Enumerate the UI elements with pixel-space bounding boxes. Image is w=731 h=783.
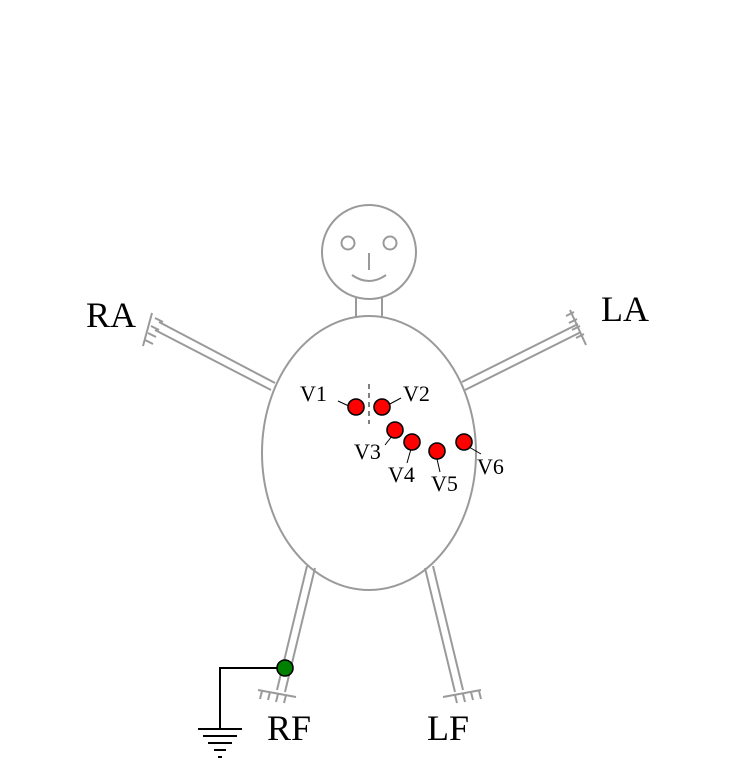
- chest-electrodes: [347, 398, 473, 460]
- electrode-v4: [403, 433, 421, 451]
- right-leg: [257, 565, 316, 704]
- label-v6: V6: [477, 454, 504, 479]
- label-v1: V1: [300, 381, 327, 406]
- head-outline: [321, 204, 417, 300]
- torso-outline: [261, 315, 477, 591]
- left-arm: [461, 309, 587, 391]
- label-v5: V5: [431, 471, 458, 496]
- chest-lead-labels: V1 V2 V3 V4 V5 V6: [300, 381, 504, 496]
- electrode-v5: [428, 442, 446, 460]
- electrode-v1: [347, 398, 365, 416]
- left-leg: [424, 565, 482, 704]
- label-right-arm: RA: [86, 295, 136, 335]
- ground-connection: [198, 659, 294, 758]
- label-v2: V2: [403, 381, 430, 406]
- electrode-ground: [276, 659, 294, 677]
- right-eye-icon: [382, 235, 398, 251]
- label-left-foot: LF: [427, 708, 469, 748]
- left-eye-icon: [340, 235, 356, 251]
- label-v3: V3: [354, 439, 381, 464]
- right-arm: [142, 312, 276, 391]
- ground-wire: [219, 667, 285, 728]
- label-v4: V4: [388, 462, 415, 487]
- label-right-foot: RF: [267, 708, 311, 748]
- electrode-v3: [386, 421, 404, 439]
- electrode-v2: [373, 398, 391, 416]
- head: [321, 204, 417, 300]
- mouth: [351, 274, 387, 282]
- label-left-arm: LA: [601, 289, 649, 329]
- neck: [355, 297, 383, 317]
- ground-symbol-icon: [198, 728, 242, 758]
- electrode-v6: [455, 433, 473, 451]
